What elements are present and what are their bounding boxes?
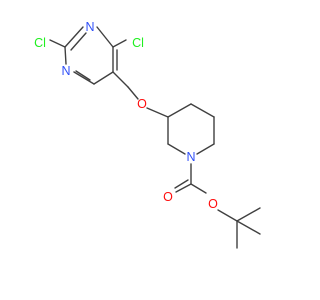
bond-c2-n1-double (70, 32, 87, 51)
bond-c2-cl (49, 39, 66, 48)
atom-cl-left: Cl (34, 36, 46, 50)
atom-labels: Cl Cl N N O N O O (34, 20, 218, 211)
bond-ch2-o (127, 86, 139, 100)
boc-group (174, 163, 261, 249)
bond-tbu-me3 (236, 220, 261, 235)
atom-cl-right: Cl (132, 36, 144, 50)
bond-carbonyl-o-ester (190, 183, 207, 194)
bond-tbu-me2 (236, 207, 261, 222)
bond-c4p-c5p (190, 103, 215, 118)
piperidine-ring (167, 103, 215, 155)
bond-n1-c4 (96, 26, 114, 48)
bond-c6-n3-double (75, 70, 91, 81)
bond-n-c2p (167, 143, 186, 155)
atom-n-piperidine: N (186, 150, 195, 164)
bond-c5-c6 (93, 71, 114, 85)
bond-c5-ch2 (112, 71, 129, 88)
bond-c2-n1 (64, 26, 84, 48)
pyrimidine-ring (64, 26, 118, 85)
bond-c6-n3 (73, 71, 95, 85)
bond-c6p-n (196, 143, 215, 155)
molecule-diagram: Cl Cl N N O N O O (34, 20, 261, 249)
atom-n-left: N (61, 64, 70, 78)
bond-o-c3 (146, 107, 169, 118)
bond-carbonyl-o (175, 183, 192, 193)
atom-o-ester: O (208, 197, 218, 211)
substituent-bonds (49, 39, 169, 118)
bond-carbonyl-o-double (174, 179, 189, 189)
atom-o-carbonyl: O (163, 190, 173, 204)
atom-n-top: N (85, 20, 94, 34)
bond-c3-c4p (167, 103, 192, 118)
bond-o-tbu (217, 209, 238, 222)
atom-o-ether: O (137, 97, 147, 111)
bond-n3-c2 (64, 46, 67, 65)
bond-c4-cl (112, 39, 127, 48)
molecule-structure: Cl Cl N N O N O O (34, 20, 261, 249)
